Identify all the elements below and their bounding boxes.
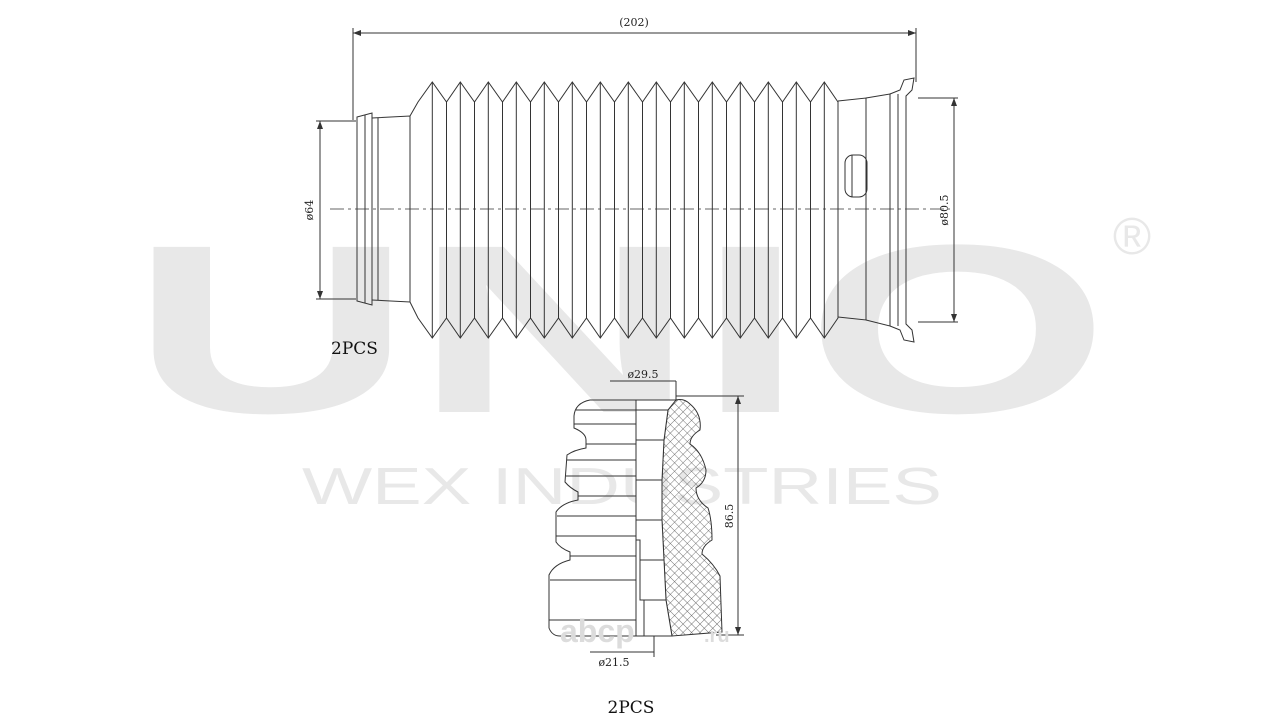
boot-length-label: (202) xyxy=(619,16,649,29)
watermark-subtitle: WEX INDUSTRIES xyxy=(302,458,942,516)
site-watermark-name: abcp xyxy=(560,613,635,649)
bump-stop-section-hatch xyxy=(661,399,723,637)
bump-stop-height-label: 86.5 xyxy=(723,504,736,529)
boot-right-diameter-label: ø80.5 xyxy=(938,194,951,225)
bump-stop-top-diameter-label: ø29.5 xyxy=(627,368,658,381)
bellows-ribs xyxy=(431,82,839,338)
right-flange xyxy=(889,77,915,343)
site-watermark: abcp .ru xyxy=(560,613,730,649)
left-collar xyxy=(356,112,411,306)
watermark-registered-mark: ® xyxy=(1113,208,1151,266)
bump-stop-drawing xyxy=(548,380,744,657)
exterior-rings xyxy=(549,409,636,621)
dust-boot-drawing xyxy=(316,28,958,343)
right-neck xyxy=(837,93,891,327)
bump-stop-quantity: 2PCS xyxy=(608,698,655,718)
site-watermark-tld: .ru xyxy=(704,625,730,647)
boot-quantity: 2PCS xyxy=(331,339,378,359)
watermark-brand: UNIO xyxy=(130,195,1110,463)
bore-steps xyxy=(636,409,668,636)
bump-stop-bottom-diameter-label: ø21.5 xyxy=(598,656,629,669)
brand-watermark: UNIO ® WEX INDUSTRIES xyxy=(130,195,1151,516)
boot-left-diameter-label: ø64 xyxy=(303,200,316,221)
